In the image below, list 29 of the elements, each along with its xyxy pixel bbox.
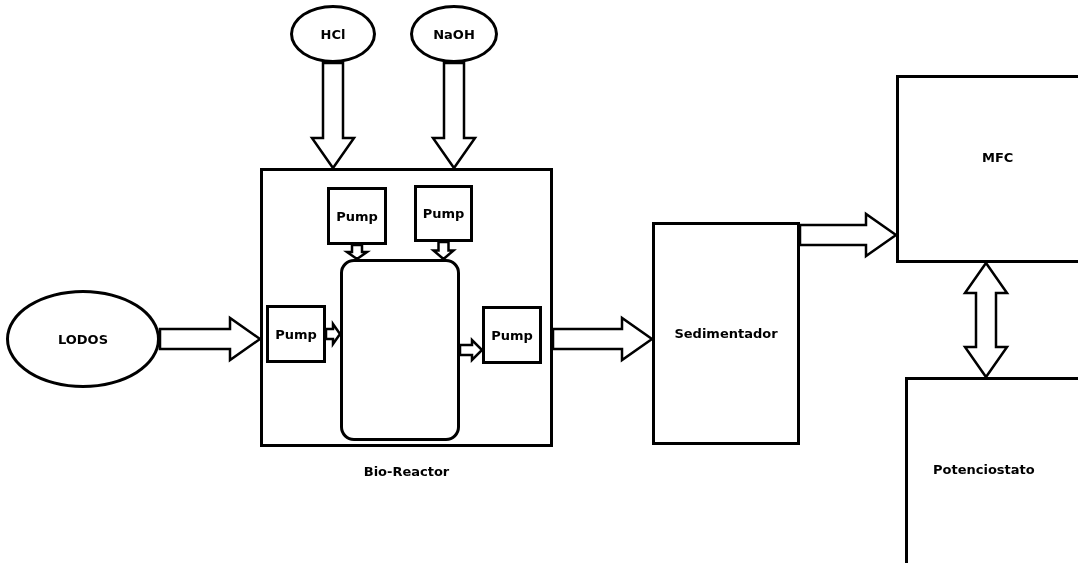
block-arrow	[309, 61, 357, 171]
node-label: Pump	[491, 327, 533, 343]
node-label: LODOS	[57, 331, 109, 347]
vessel-shape	[340, 259, 460, 441]
block-arrow	[430, 61, 478, 171]
node-label: Sedimentador	[674, 326, 778, 341]
process-box	[896, 75, 1078, 263]
node-label: HCl	[320, 26, 346, 42]
reactor-label: Bio-Reactor	[362, 464, 451, 479]
block-arrow	[551, 315, 655, 363]
process-box	[905, 377, 1078, 563]
pump-box	[327, 187, 387, 245]
block-arrow	[158, 315, 263, 363]
block-arrow	[458, 337, 484, 363]
process-box	[652, 222, 800, 445]
block-arrow	[343, 243, 371, 261]
node-label: NaOH	[433, 26, 475, 42]
block-arrow	[798, 211, 899, 259]
node-label: Potenciostato	[933, 462, 1035, 477]
node-label: MFC	[982, 150, 1014, 165]
block-arrow	[324, 320, 342, 348]
pump-box	[414, 185, 473, 242]
pump-box	[482, 306, 542, 364]
node-label: Pump	[422, 206, 465, 221]
block-arrow	[962, 260, 1010, 380]
pump-box	[266, 305, 326, 363]
node-label: Pump	[275, 326, 317, 342]
block-arrow	[430, 240, 457, 261]
node-label: Pump	[336, 208, 378, 224]
